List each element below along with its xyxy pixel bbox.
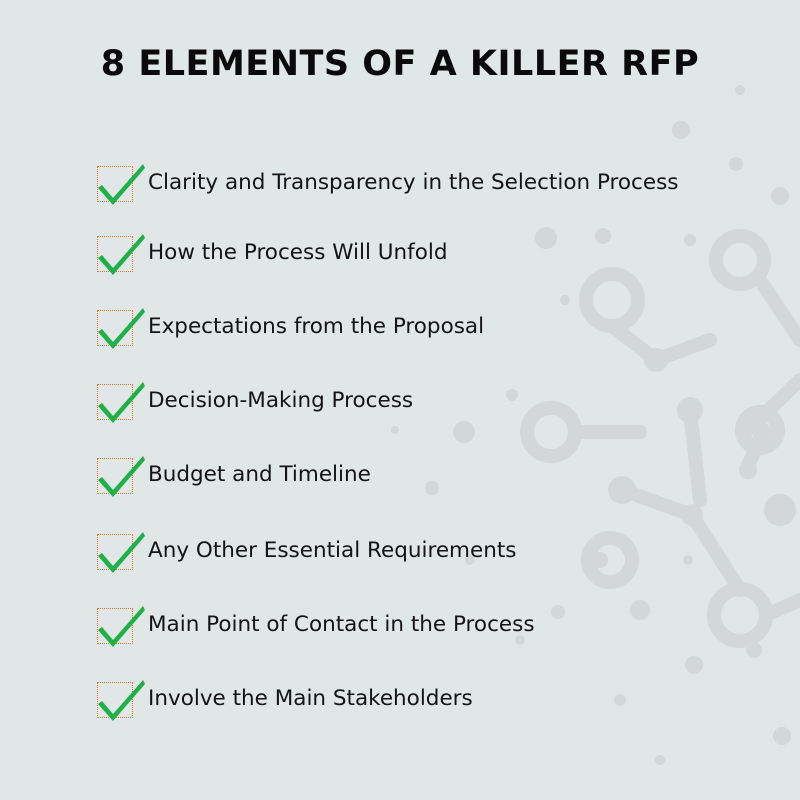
checkbox-check-icon <box>96 674 145 722</box>
list-item-label: Decision-Making Process <box>148 387 414 413</box>
list-item: Decision-Making Process <box>96 376 776 424</box>
list-item-label: Main Point of Contact in the Process <box>148 611 535 637</box>
list-item-label: Clarity and Transparency in the Selectio… <box>148 169 679 195</box>
checkbox-check-icon <box>96 450 145 498</box>
list-item: Main Point of Contact in the Process <box>96 600 776 648</box>
checkbox-check-icon <box>96 228 145 276</box>
checkbox-check-icon <box>96 526 145 574</box>
checkbox-check-icon <box>96 158 145 206</box>
list-item: Budget and Timeline <box>96 450 776 498</box>
list-item: Any Other Essential Requirements <box>96 526 776 574</box>
checkbox-check-icon <box>96 376 145 424</box>
list-item: Clarity and Transparency in the Selectio… <box>96 158 776 206</box>
elements-checklist: Clarity and Transparency in the Selectio… <box>96 0 796 800</box>
list-item: Involve the Main Stakeholders <box>96 674 776 722</box>
list-item-label: How the Process Will Unfold <box>148 239 448 265</box>
list-item-label: Expectations from the Proposal <box>148 313 485 339</box>
list-item: How the Process Will Unfold <box>96 228 776 276</box>
list-item-label: Any Other Essential Requirements <box>148 537 517 563</box>
list-item-label: Involve the Main Stakeholders <box>148 685 473 711</box>
list-item: Expectations from the Proposal <box>96 302 776 350</box>
checkbox-check-icon <box>96 600 145 648</box>
page-title: 8 ELEMENTS OF A KILLER RFP <box>100 44 700 84</box>
checkbox-check-icon <box>96 302 145 350</box>
list-item-label: Budget and Timeline <box>148 461 371 487</box>
